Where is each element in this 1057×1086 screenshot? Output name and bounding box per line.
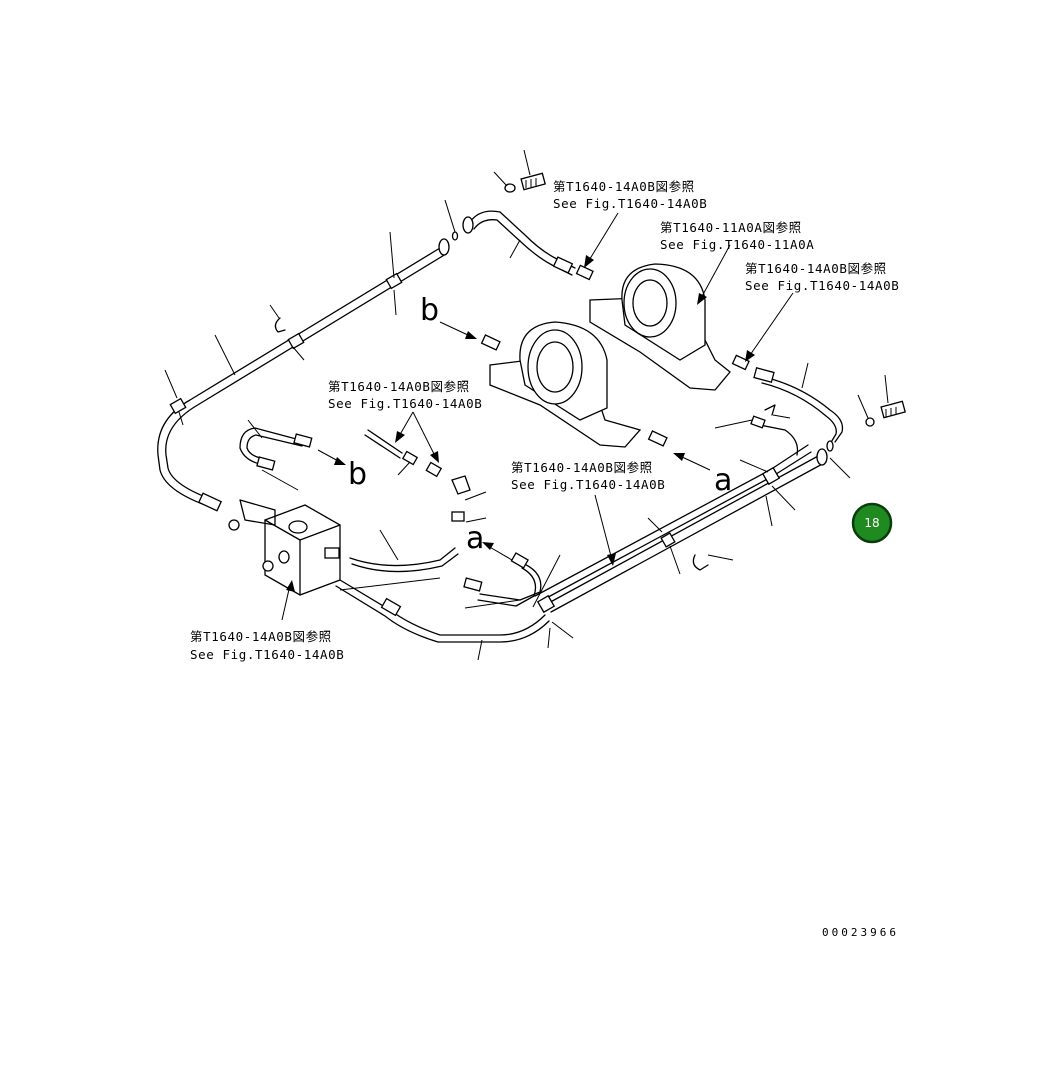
fitting-b-upper (480, 334, 501, 351)
page-badge[interactable]: 18 (851, 502, 893, 544)
page-badge-circle[interactable] (851, 502, 893, 544)
left-main-tube (157, 238, 450, 512)
reference-label-left-mid: 第T1640-14A0B図参照 See Fig.T1640-14A0B (328, 379, 482, 411)
right-bolt (880, 400, 906, 419)
clip-left (274, 317, 286, 333)
lower-parallel-tubes (534, 415, 828, 614)
reference-label-jp: 第T1640-14A0B図参照 (553, 179, 695, 194)
clip-upper-right (764, 404, 776, 416)
reference-label-jp: 第T1640-14A0B図参照 (328, 379, 470, 394)
view-marker-b-lower: b (348, 457, 367, 492)
view-marker-a-right: a (714, 463, 732, 498)
reference-label-en: See Fig.T1640-11A0A (660, 237, 814, 252)
right-tube (753, 367, 906, 452)
leader-lines (164, 149, 889, 661)
reference-label-bearing: 第T1640-11A0A図参照 See Fig.T1640-11A0A (660, 220, 814, 252)
bearing-block-rear (589, 263, 731, 391)
reference-label-en: See Fig.T1640-14A0B (745, 278, 899, 293)
lower-return-tube (335, 579, 550, 643)
view-marker-a-left: a (466, 521, 484, 556)
middle-hoses (239, 427, 542, 607)
reference-label-bottom: 第T1640-14A0B図参照 See Fig.T1640-14A0B (190, 629, 344, 662)
reference-label-jp: 第T1640-14A0B図参照 (190, 629, 332, 644)
top-tube (451, 172, 594, 281)
fitting-a-lower (647, 430, 668, 447)
reference-label-en: See Fig.T1640-14A0B (553, 196, 707, 211)
reference-label-top: 第T1640-14A0B図参照 See Fig.T1640-14A0B (553, 179, 707, 211)
page-badge-label[interactable]: 18 (864, 516, 879, 530)
reference-label-jp: 第T1640-14A0B図参照 (511, 460, 653, 475)
fitting-right (731, 354, 750, 371)
top-bolt (520, 172, 546, 191)
valve-block (228, 499, 341, 596)
reference-label-en: See Fig.T1640-14A0B (328, 396, 482, 411)
reference-label-en: See Fig.T1640-14A0B (190, 647, 344, 662)
bearing-block-front (489, 321, 642, 448)
reference-label-en: See Fig.T1640-14A0B (511, 477, 665, 492)
drawing-number: 00023966 (822, 926, 899, 939)
reference-arrows (281, 212, 794, 621)
clip-lower (692, 554, 709, 571)
view-marker-b-upper: b (420, 293, 439, 328)
reference-label-jp: 第T1640-14A0B図参照 (745, 261, 887, 276)
reference-label-right: 第T1640-14A0B図参照 See Fig.T1640-14A0B (745, 261, 899, 293)
reference-label-jp: 第T1640-11A0A図参照 (660, 220, 802, 235)
reference-label-center: 第T1640-14A0B図参照 See Fig.T1640-14A0B (511, 460, 665, 492)
